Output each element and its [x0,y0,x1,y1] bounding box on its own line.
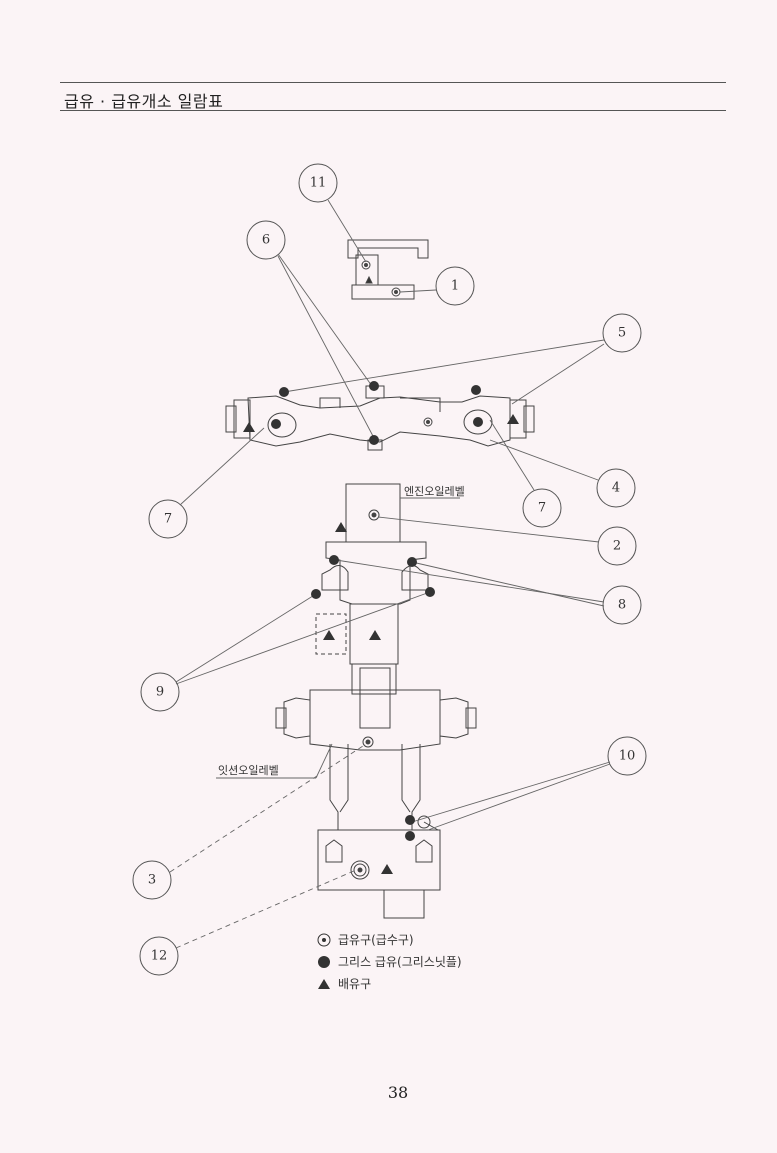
front-axle [225,385,535,451]
callout-4: 4 [612,481,620,496]
legend-oil-fill: 급유구(급수구) [338,933,414,947]
header-rule-top [60,82,726,83]
engine-oil-level-label: 엔진오일레벨 [404,484,465,498]
header-rule-bottom [60,110,726,111]
mission-oil-level-label: 잇션오일레벨 [218,763,279,777]
callout-5: 5 [618,326,626,341]
leader-lines [169,199,611,949]
callout-10: 10 [619,749,636,764]
grease-points [271,381,483,841]
callout-12: 12 [151,949,168,964]
drain-points [243,414,519,874]
callout-6: 6 [262,233,270,248]
page-number: 38 [387,1083,409,1102]
callout-8: 8 [618,598,626,613]
callout-11: 11 [310,176,327,191]
legend-symbols [317,933,331,989]
page-title: 급유 · 급유개소 일람표 [64,92,224,111]
callout-9: 9 [156,685,164,700]
callout-circles [132,163,647,976]
legend-grease: 그리스 급유(그리스닛플) [338,955,462,969]
engine-body [275,483,477,919]
callout-3: 3 [148,873,156,888]
callout-7-right: 7 [538,501,546,516]
legend-drain: 배유구 [338,977,371,991]
callout-1: 1 [451,279,459,294]
callout-7-left: 7 [164,512,172,527]
callout-2: 2 [613,539,621,554]
top-fitting-part [347,239,429,300]
